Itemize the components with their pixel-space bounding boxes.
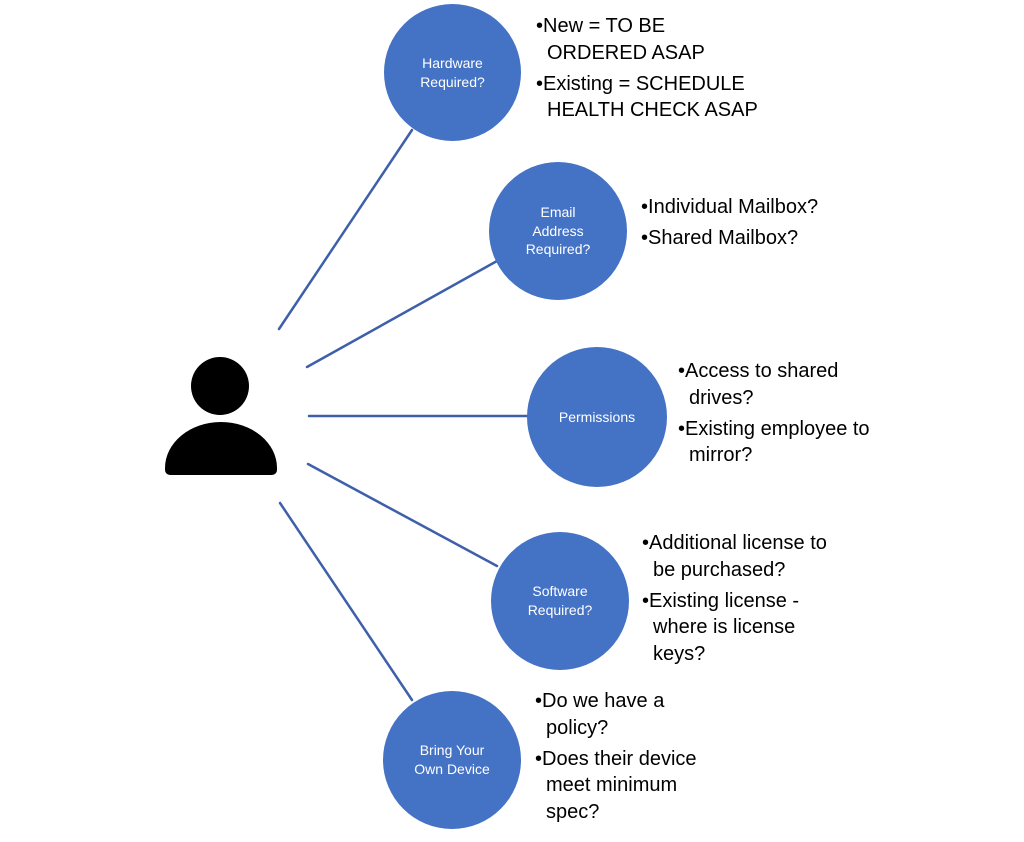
bullet-item: New = TO BE ORDERED ASAP — [536, 13, 771, 67]
notes-hardware: New = TO BE ORDERED ASAP Existing = SCHE… — [536, 13, 771, 128]
node-circle-email-address-required: Email Address Required? — [489, 162, 627, 300]
node-label-permissions: Permissions — [558, 408, 636, 425]
bullet-item: Existing = SCHEDULE HEALTH CHECK ASAP — [536, 71, 771, 125]
bullet-item: Do we have a policy? — [535, 688, 725, 742]
node-circle-software-required: Software Required? — [491, 532, 629, 670]
bullet-item: Existing employee to mirror? — [678, 416, 893, 470]
node-label-software-required: Software Required? — [527, 583, 593, 618]
notes-permissions: Access to shared drives? Existing employ… — [678, 358, 893, 473]
notes-software: Additional license to be purchased? Exis… — [642, 530, 862, 672]
node-circle-hardware-required: Hardware Required? — [384, 4, 521, 141]
node-label-bring-your-own-device: Bring Your Own Device — [414, 742, 490, 777]
notes-email: Individual Mailbox? Shared Mailbox? — [641, 194, 886, 256]
bullet-item: Does their device meet minimum spec? — [535, 746, 725, 826]
node-circle-bring-your-own-device: Bring Your Own Device — [383, 691, 521, 829]
node-circle-permissions: Permissions — [527, 347, 667, 487]
bullet-item: Existing license - where is license keys… — [642, 588, 862, 668]
bullet-item: Individual Mailbox? — [641, 194, 886, 221]
notes-byod: Do we have a policy? Does their device m… — [535, 688, 725, 830]
node-label-hardware-required: Hardware Required? — [420, 54, 485, 90]
connector-line-hardware — [277, 128, 414, 331]
node-label-email-address-required: Email Address Required? — [525, 203, 591, 258]
connector-line-software — [306, 462, 499, 568]
bullet-item: Access to shared drives? — [678, 358, 893, 412]
person-body — [165, 422, 277, 475]
person-icon — [163, 353, 279, 477]
connector-line-byod — [278, 501, 414, 702]
connector-line-email — [305, 259, 499, 369]
person-head — [191, 357, 249, 415]
bullet-item: Shared Mailbox? — [641, 225, 886, 252]
bullet-item: Additional license to be purchased? — [642, 530, 862, 584]
